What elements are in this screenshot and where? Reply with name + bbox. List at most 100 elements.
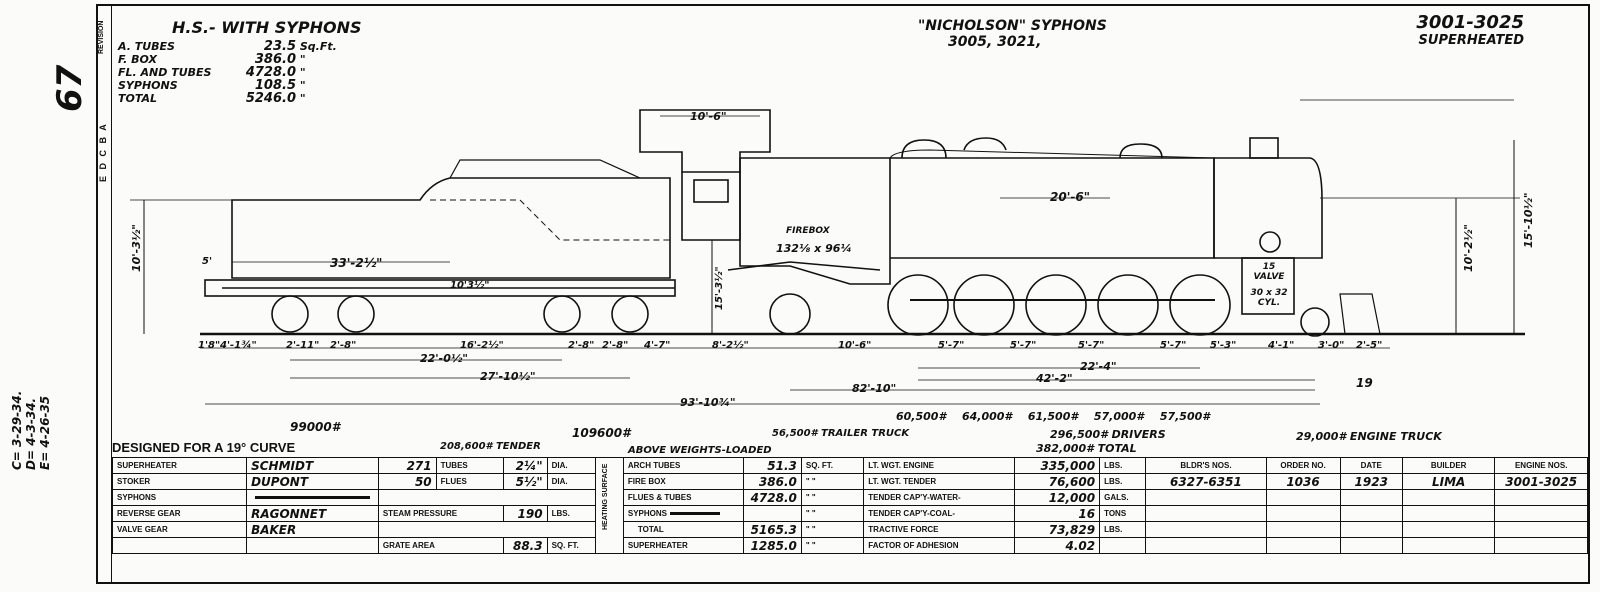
hs-unit: Sq.Ft. xyxy=(299,40,337,53)
weight-value: 4.02 xyxy=(1013,537,1101,554)
valve-label: 15 VALVE xyxy=(1253,262,1285,282)
heating-label: ARCH TUBES xyxy=(622,457,745,474)
tender-wheel xyxy=(543,295,581,333)
dim-driving-label: 42'-2" xyxy=(1036,372,1073,385)
dim-label: 8'-2½" xyxy=(712,340,749,351)
spec-value: SCHMIDT xyxy=(246,457,379,474)
grate-area-label: GRATE AREA xyxy=(377,537,504,554)
builder-header: BUILDER xyxy=(1401,457,1496,474)
stack-height-dim: 15'-10½" xyxy=(1522,192,1535,248)
steam-pressure-value: 190 xyxy=(502,505,548,522)
dim-tender-trucks-label: 22'-0½" xyxy=(420,352,469,365)
cyl-label: 30 x 32 CYL. xyxy=(1250,288,1288,308)
driver-wheel xyxy=(1169,274,1231,336)
builder-value: 6327-6351 xyxy=(1145,473,1267,490)
blank-cell xyxy=(1145,505,1267,522)
spec-label: VALVE GEAR xyxy=(111,521,248,538)
blank-cell xyxy=(1494,521,1588,538)
tubes-label: TUBES xyxy=(435,457,504,474)
weight-tender: 208,600# TENDER xyxy=(440,441,541,452)
driver-load: 57,500# xyxy=(1159,410,1210,423)
heating-label-text: SYPHONS xyxy=(627,509,667,518)
builder-value: 1036 xyxy=(1265,473,1341,490)
blank-cell xyxy=(1145,537,1267,554)
hs-unit: " xyxy=(299,66,306,79)
builder-value: LIMA xyxy=(1401,473,1496,490)
hs-label: FL. AND TUBES xyxy=(118,66,212,79)
heating-unit: " " xyxy=(800,521,865,538)
weight-unit: LBS. xyxy=(1099,521,1147,538)
spec-row: GRATE AREA 88.3 SQ. FT. SUPERHEATER 1285… xyxy=(111,537,1588,554)
driver-loads: 60,500# 64,000# 61,500# 57,000# 57,500# xyxy=(896,410,1210,423)
dim-label: 3'-0" xyxy=(1318,340,1345,351)
dim-label: 4'-1" xyxy=(1268,340,1295,351)
hs-label: TOTAL xyxy=(118,92,158,105)
pilot xyxy=(1339,293,1381,335)
spec-label: REVERSE GEAR xyxy=(111,505,248,522)
sand-dome xyxy=(963,137,1007,151)
locomotive-elevation xyxy=(130,99,1525,405)
hs-unit: " xyxy=(299,53,306,66)
weight-value: 73,829 xyxy=(1013,521,1101,538)
blank-cell xyxy=(377,521,597,538)
rear-dome xyxy=(1119,143,1163,159)
blank-cell xyxy=(1265,489,1341,506)
steam-dome xyxy=(901,139,947,159)
hs-unit: " xyxy=(299,92,306,105)
hs-value: 108.5 xyxy=(254,78,296,93)
dim-label: 10'-6" xyxy=(838,340,872,351)
curve-note: DESIGNED FOR A 19° CURVE xyxy=(112,440,296,455)
blank-cell xyxy=(1145,521,1267,538)
weight-value: 76,600 xyxy=(1013,473,1101,490)
blank-cell xyxy=(1265,505,1341,522)
class-type: SUPERHEATED xyxy=(1418,33,1524,48)
driver-load: 61,500# xyxy=(1027,410,1079,423)
hs-label: SYPHONS xyxy=(118,79,178,92)
dim-label: 5'-7" xyxy=(938,340,965,351)
syphons-rule xyxy=(670,512,720,516)
spec-row: REVERSE GEAR RAGONNET STEAM PRESSURE 190… xyxy=(111,505,1588,522)
driver-wheel xyxy=(1097,274,1159,336)
dim-label: 1'8" xyxy=(198,340,221,351)
spec-label: SUPERHEATER xyxy=(111,457,248,474)
rail-gauge-label: 19 xyxy=(1356,376,1373,390)
headlight xyxy=(1259,231,1281,253)
weight-value: 335,000 xyxy=(1013,457,1101,474)
heating-unit: " " xyxy=(800,473,865,490)
syphons-rule xyxy=(246,489,379,506)
weight-engine-truck: 29,000# ENGINE TRUCK xyxy=(1296,430,1442,443)
tubes-count: 271 xyxy=(377,457,437,474)
heating-label: TOTAL xyxy=(622,521,745,538)
weight-unit: LBS. xyxy=(1099,457,1147,474)
dim-total-label: 93'-10¾" xyxy=(680,396,736,409)
dim-label: 2'-5" xyxy=(1356,340,1383,351)
blank-cell xyxy=(1494,537,1588,554)
flues-unit: DIA. xyxy=(546,473,597,490)
hs-unit: " xyxy=(299,79,306,92)
weight-label: TENDER CAP'Y-WATER- xyxy=(863,489,1015,506)
heating-label: SYPHONS xyxy=(622,505,745,522)
blank-cell xyxy=(1339,505,1403,522)
weight-unit: TONS xyxy=(1099,505,1147,522)
boiler-cl-dim: 10'-2½" xyxy=(1462,223,1475,272)
tender-top-dim: 33'-2½" xyxy=(330,256,383,270)
heating-value: 4728.0 xyxy=(743,489,802,506)
weight-trailer: 56,500# TRAILER TRUCK xyxy=(772,428,910,439)
weight-unit: LBS. xyxy=(1099,473,1147,490)
tender-inner-dim: 10'3½" xyxy=(450,280,490,291)
weight-left-truck: 99000# xyxy=(290,420,341,434)
spec-row: STOKER DUPONT 50 FLUES 5½" DIA. FIRE BOX… xyxy=(111,473,1588,490)
blank-cell xyxy=(1265,537,1341,554)
blank-cell xyxy=(1145,489,1267,506)
boiler-length-dim: 20'-6" xyxy=(1050,190,1090,204)
steam-pressure-label: STEAM PRESSURE xyxy=(377,505,504,522)
cab-floor-dim: 15'-3½" xyxy=(714,266,725,310)
blank-cell xyxy=(1339,537,1403,554)
weight-unit xyxy=(1099,537,1147,554)
steam-pressure-unit: LBS. xyxy=(546,505,597,522)
tubes-dia: 2¼" xyxy=(502,457,548,474)
builder-header: DATE xyxy=(1339,457,1403,474)
class-note: 3001-3025 SUPERHEATED xyxy=(1390,14,1524,50)
spec-table: SUPERHEATER SCHMIDT 271 TUBES 2¼" DIA. H… xyxy=(111,457,1588,554)
